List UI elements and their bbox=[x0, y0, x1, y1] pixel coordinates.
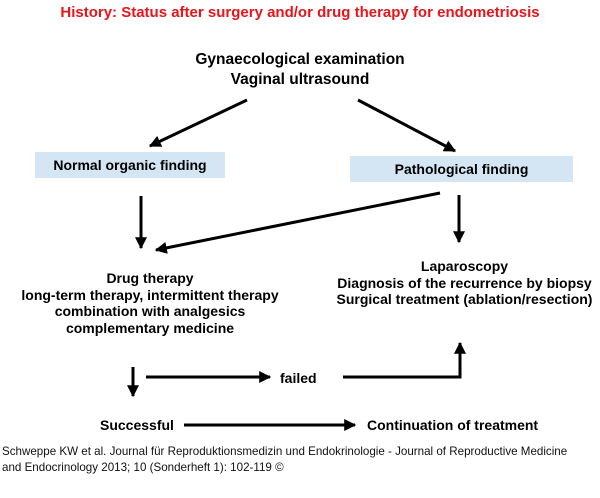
citation: Schweppe KW et al. Journal für Reprodukt… bbox=[2, 444, 600, 476]
pathological-finding-box: Pathological finding bbox=[350, 156, 573, 182]
failed-label: failed bbox=[280, 370, 317, 386]
laparoscopy-node: Laparoscopy Diagnosis of the recurrence … bbox=[322, 258, 600, 308]
drug-therapy-node: Drug therapy long-term therapy, intermit… bbox=[0, 270, 300, 336]
arrow-failed-to-laparoscopy bbox=[343, 341, 466, 379]
drug-therapy-line: combination with analgesics bbox=[54, 303, 246, 319]
exam-line: Gynaecological examination bbox=[195, 51, 405, 68]
normal-finding-box: Normal organic finding bbox=[35, 152, 225, 178]
laparoscopy-line: Diagnosis of the recurrence by biopsy bbox=[337, 274, 592, 291]
citation-line: and Endocrinology 2013; 10 (Sonderheft 1… bbox=[2, 461, 284, 474]
arrow-exam-to-pathological bbox=[357, 98, 457, 153]
drug-therapy-line: long-term therapy, intermittent therapy bbox=[21, 286, 279, 303]
page-title: History: Status after surgery and/or dru… bbox=[60, 4, 540, 21]
continuation-label: Continuation of treatment bbox=[367, 417, 539, 433]
laparoscopy-line: Surgical treatment (ablation/resection) bbox=[336, 291, 593, 307]
citation-line: Schweppe KW et al. Journal für Reprodukt… bbox=[2, 445, 568, 458]
drug-therapy-line: Drug therapy bbox=[106, 270, 194, 286]
successful-label: Successful bbox=[100, 417, 174, 433]
drug-therapy-line: complementary medicine bbox=[65, 319, 235, 336]
laparoscopy-line: Laparoscopy bbox=[420, 258, 509, 274]
exam-line: Vaginal ultrasound bbox=[230, 71, 370, 88]
arrow-pathological-to-drug bbox=[154, 191, 441, 254]
examination-node: Gynaecological examination Vaginal ultra… bbox=[150, 50, 450, 90]
arrow-exam-to-normal bbox=[148, 98, 248, 148]
